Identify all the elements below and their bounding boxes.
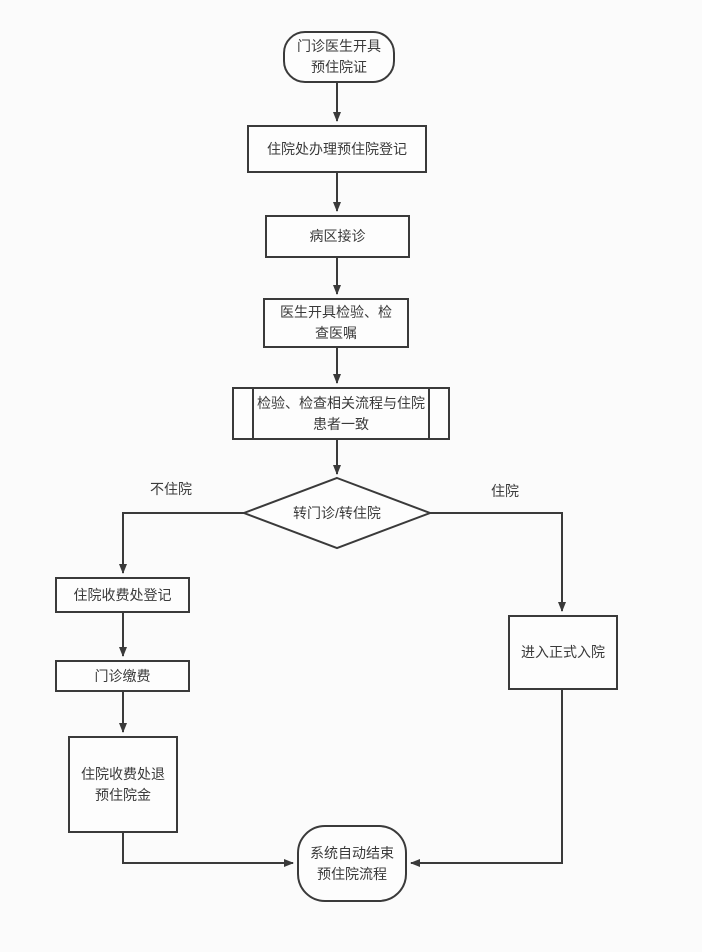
node-outpatient-payment: 门诊缴费 bbox=[55, 660, 190, 692]
node-formal-admission: 进入正式入院 bbox=[508, 615, 618, 690]
node-doctor-orders: 医生开具检验、检 查医嘱 bbox=[263, 298, 409, 348]
edge-decision-to-fee-office bbox=[119, 512, 245, 574]
edge-label-admission: 住院 bbox=[491, 483, 519, 499]
node-preadmission-registration: 住院处办理预住院登记 bbox=[247, 125, 427, 173]
node-exam-same-as-inpatient: 检验、检查相关流程与住院 患者一致 bbox=[232, 387, 450, 440]
edge-label-no-admission: 不住院 bbox=[150, 481, 192, 497]
node-ward-reception: 病区接诊 bbox=[265, 215, 410, 258]
edge-decision-to-admission bbox=[430, 512, 566, 612]
edge-admission-to-end bbox=[410, 690, 563, 867]
node-fee-office-registration: 住院收费处登记 bbox=[55, 577, 190, 613]
node-start-terminator: 门诊医生开具 预住院证 bbox=[283, 31, 395, 83]
decision-diamond-shape bbox=[241, 476, 433, 550]
node-end-terminator: 系统自动结束 预住院流程 bbox=[297, 825, 407, 902]
node-refund-deposit: 住院收费处退 预住院金 bbox=[68, 736, 178, 833]
node-decision-transfer: 转门诊/转住院 bbox=[293, 505, 381, 521]
edge-refund-to-end bbox=[122, 833, 294, 867]
